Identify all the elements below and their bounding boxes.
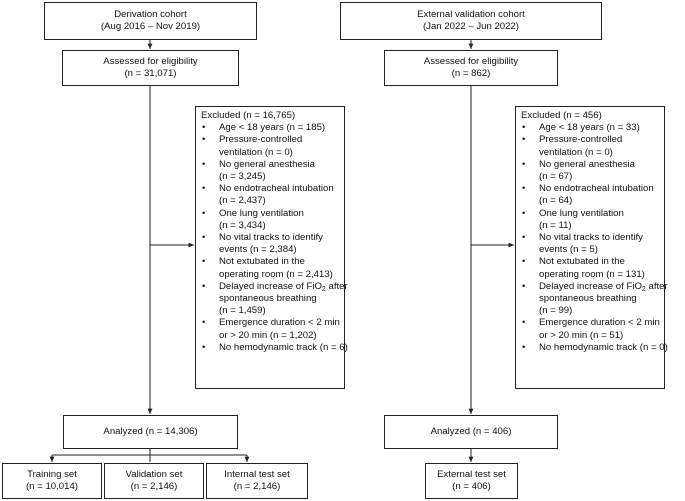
derivation-assessed-count: (n = 31,071) [124, 68, 177, 79]
excluded-item-line: Pressure-controlled [219, 134, 303, 146]
derivation-analyzed-box: Analyzed (n = 14,306) [63, 415, 238, 449]
excluded-item-line: ventilation (n = 0) [219, 146, 293, 158]
internal-test-set-box: Internal test set (n = 2,146) [206, 463, 308, 499]
excluded-item-line: No vital tracks to identify [539, 232, 643, 244]
excluded-item-line: (n = 2,437) [219, 195, 266, 207]
external-excluded-title: Excluded (n = 456) [521, 110, 602, 121]
external-excluded-item: One lung ventilation(n = 11) [521, 208, 659, 232]
derivation-excluded-item: No general anesthesia(n = 3,245) [201, 159, 339, 183]
excluded-item-line: Pressure-controlled [539, 134, 623, 146]
excluded-item-line: No hemodynamic track (n = 6) [219, 341, 348, 353]
external-test-set-count: (n = 406) [452, 481, 491, 492]
derivation-excluded-item: No endotracheal intubation(n = 2,437) [201, 183, 339, 207]
external-excluded-item: Delayed increase of FiO2 afterspontaneou… [521, 280, 668, 318]
external-analyzed-label: Analyzed (n = 406) [430, 425, 512, 437]
external-test-set-box: External test set (n = 406) [425, 463, 518, 499]
excluded-item-line: ventilation (n = 0) [539, 146, 613, 158]
excluded-item-line: or > 20 min (n = 1,202) [219, 329, 317, 341]
excluded-item-line: operating room (n = 131) [539, 268, 645, 280]
derivation-excluded-item: Age < 18 years (n = 185) [201, 122, 339, 134]
derivation-assessed-label: Assessed for eligibility [103, 55, 198, 67]
external-excluded-item: No hemodynamic track (n = 0) [521, 341, 668, 354]
training-set-count: (n = 10,014) [25, 481, 78, 492]
excluded-item-line: (n = 3,434) [219, 219, 266, 231]
excluded-item-line: No endotracheal intubation [219, 183, 334, 195]
external-test-set-label: External test set [437, 468, 506, 480]
excluded-item-line: Age < 18 years (n = 33) [539, 122, 640, 134]
excluded-item-line: Age < 18 years (n = 185) [219, 122, 326, 134]
external-cohort-title: External validation cohort [417, 8, 525, 20]
excluded-item-line: Not extubated in the [219, 256, 305, 268]
excluded-item-line: Delayed increase of FiO2 after [219, 280, 348, 293]
derivation-excluded-item: Delayed increase of FiO2 afterspontaneou… [201, 280, 348, 318]
excluded-item-line: Emergence duration < 2 min [539, 317, 660, 329]
excluded-item-line: operating room (n = 2,413) [219, 268, 333, 280]
external-assessed-box: Assessed for eligibility (n = 862) [384, 50, 558, 86]
excluded-item-line: One lung ventilation [219, 207, 304, 219]
derivation-analyzed-label: Analyzed (n = 14,306) [103, 425, 198, 437]
derivation-cohort-header: Derivation cohort (Aug 2016 – Nov 2019) [44, 2, 257, 40]
derivation-excluded-item: No hemodynamic track (n = 6) [201, 341, 348, 354]
derivation-excluded-list: Age < 18 years (n = 185)Pressure-control… [201, 122, 348, 354]
excluded-item-line: No general anesthesia [219, 158, 316, 170]
external-cohort-period: (Jan 2022 – Jun 2022) [422, 21, 519, 32]
validation-set-label: Validation set [125, 468, 183, 480]
derivation-assessed-box: Assessed for eligibility (n = 31,071) [62, 50, 239, 86]
external-assessed-label: Assessed for eligibility [423, 55, 519, 67]
external-excluded-item: No general anesthesia(n = 67) [521, 159, 659, 183]
validation-set-count: (n = 2,146) [130, 481, 178, 492]
excluded-item-line: No endotracheal intubation [539, 183, 654, 195]
external-excluded-box: Excluded (n = 456) Age < 18 years (n = 3… [515, 106, 668, 389]
derivation-cohort-period: (Aug 2016 – Nov 2019) [100, 21, 201, 32]
excluded-item-line: events (n = 2,384) [219, 244, 297, 256]
internal-test-set-count: (n = 2,146) [233, 481, 281, 492]
external-assessed-count: (n = 862) [451, 68, 491, 79]
external-excluded-list: Age < 18 years (n = 33)Pressure-controll… [521, 122, 668, 354]
external-analyzed-box: Analyzed (n = 406) [384, 415, 558, 449]
excluded-item-line: Not extubated in the [539, 256, 625, 268]
excluded-item-line: (n = 3,245) [219, 171, 266, 183]
excluded-item-line: spontaneous breathing [219, 293, 317, 305]
excluded-item-line: No general anesthesia [539, 158, 636, 170]
excluded-item-line: (n = 11) [539, 219, 572, 231]
excluded-item-line: One lung ventilation [539, 207, 624, 219]
excluded-item-line: Emergence duration < 2 min [219, 317, 340, 329]
derivation-excluded-box: Excluded (n = 16,765) Age < 18 years (n … [195, 106, 348, 389]
excluded-item-line: or > 20 min (n = 51) [539, 329, 624, 341]
excluded-item-line: No hemodynamic track (n = 0) [539, 341, 668, 353]
derivation-excluded-title: Excluded (n = 16,765) [201, 110, 296, 121]
validation-set-box: Validation set (n = 2,146) [104, 463, 204, 499]
external-cohort-header: External validation cohort (Jan 2022 – J… [340, 2, 602, 40]
derivation-excluded-item: One lung ventilation(n = 3,434) [201, 208, 339, 232]
excluded-item-line: (n = 64) [539, 195, 573, 207]
external-excluded-item: No endotracheal intubation(n = 64) [521, 183, 659, 207]
excluded-item-line: (n = 99) [539, 305, 573, 317]
derivation-cohort-title: Derivation cohort [114, 8, 187, 20]
excluded-item-line: No vital tracks to identify [219, 232, 323, 244]
excluded-item-line: spontaneous breathing [539, 293, 637, 305]
internal-test-set-label: Internal test set [224, 468, 290, 480]
excluded-item-line: (n = 67) [539, 171, 573, 183]
excluded-item-line: (n = 1,459) [219, 305, 266, 317]
excluded-item-line: events (n = 5) [539, 244, 598, 256]
excluded-item-line: Delayed increase of FiO2 after [539, 280, 668, 293]
training-set-box: Training set (n = 10,014) [2, 463, 102, 499]
external-excluded-item: Age < 18 years (n = 33) [521, 122, 659, 134]
training-set-label: Training set [27, 468, 77, 480]
